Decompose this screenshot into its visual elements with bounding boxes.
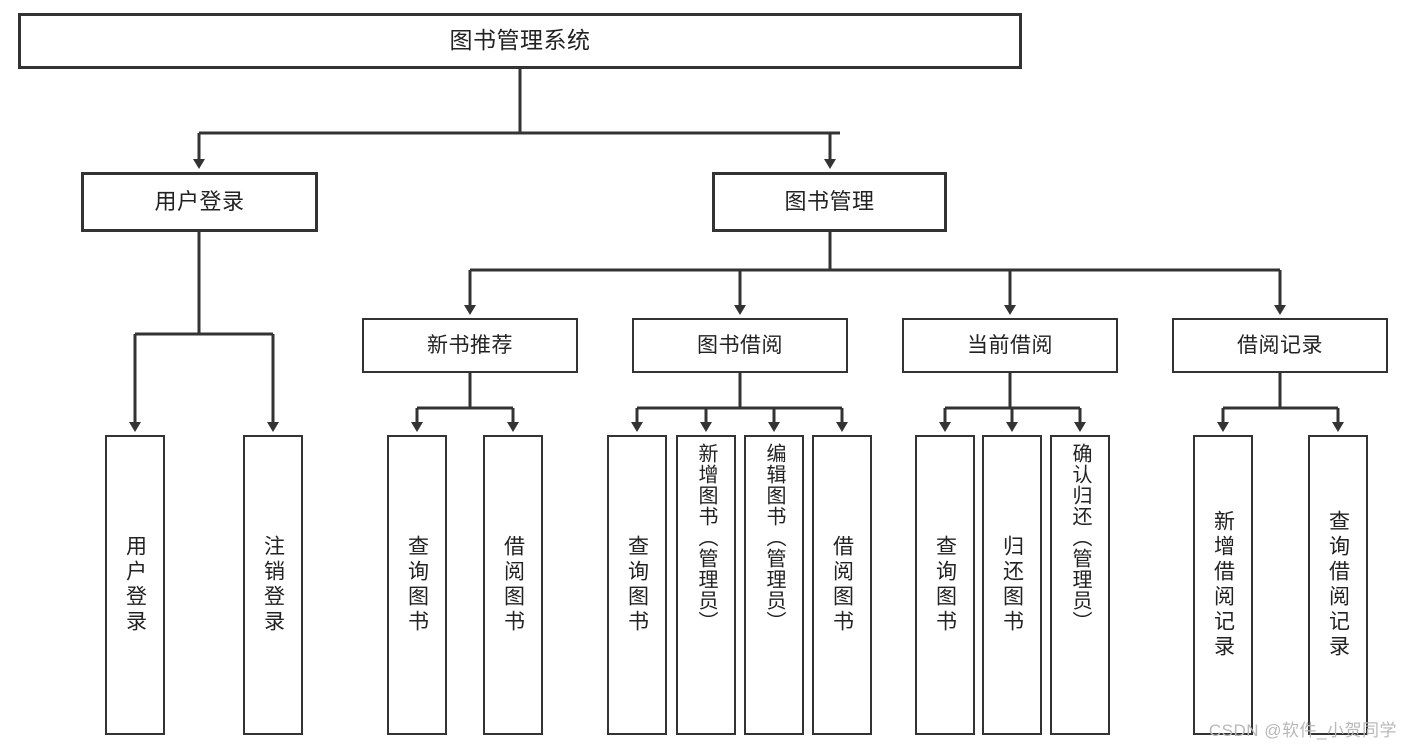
leaf-query-borrow-record-label: 查询借阅记录 xyxy=(1326,510,1350,660)
node-user-login-label: 用户登录 xyxy=(154,188,245,214)
node-new-book-recommend[interactable]: 新书推荐 xyxy=(362,318,578,373)
node-user-login[interactable]: 用户登录 xyxy=(81,172,318,232)
node-root-label: 图书管理系统 xyxy=(449,27,591,54)
node-borrow-record-label: 借阅记录 xyxy=(1237,333,1323,357)
leaf-query-book-current[interactable]: 查询图书 xyxy=(915,435,975,735)
leaf-query-book-borrow[interactable]: 查询图书 xyxy=(607,435,667,735)
node-borrow-record[interactable]: 借阅记录 xyxy=(1172,318,1388,373)
leaf-query-book-borrow-label: 查询图书 xyxy=(625,535,649,635)
node-book-borrow-label: 图书借阅 xyxy=(697,333,783,357)
node-book-management-label: 图书管理 xyxy=(784,188,875,214)
leaf-query-book-recommend[interactable]: 查询图书 xyxy=(387,435,447,735)
leaf-return-book-label: 归还图书 xyxy=(1000,535,1024,635)
leaf-query-book-recommend-label: 查询图书 xyxy=(405,535,429,635)
node-book-borrow[interactable]: 图书借阅 xyxy=(632,318,848,373)
leaf-confirm-return-admin[interactable]: 确认归还（管理员） xyxy=(1050,435,1110,735)
leaf-query-borrow-record[interactable]: 查询借阅记录 xyxy=(1308,435,1368,735)
leaf-query-book-current-label: 查询图书 xyxy=(933,535,957,635)
node-book-management[interactable]: 图书管理 xyxy=(712,172,947,232)
leaf-borrow-book[interactable]: 借阅图书 xyxy=(812,435,872,735)
leaf-borrow-book-recommend[interactable]: 借阅图书 xyxy=(483,435,543,735)
leaf-user-login[interactable]: 用户登录 xyxy=(105,435,165,735)
leaf-add-book-admin[interactable]: 新增图书（管理员） xyxy=(676,435,736,735)
leaf-logout[interactable]: 注销登录 xyxy=(243,435,303,735)
node-new-book-recommend-label: 新书推荐 xyxy=(427,333,513,357)
leaf-edit-book-admin-label: 编辑图书（管理员） xyxy=(763,443,785,632)
leaf-return-book[interactable]: 归还图书 xyxy=(982,435,1042,735)
leaf-edit-book-admin[interactable]: 编辑图书（管理员） xyxy=(744,435,804,735)
leaf-borrow-book-label: 借阅图书 xyxy=(830,535,854,635)
leaf-logout-label: 注销登录 xyxy=(261,535,285,635)
node-current-borrow[interactable]: 当前借阅 xyxy=(902,318,1118,373)
node-current-borrow-label: 当前借阅 xyxy=(967,333,1053,357)
watermark: CSDN @软件_小贺同学 xyxy=(1208,721,1397,740)
leaf-add-book-admin-label: 新增图书（管理员） xyxy=(695,443,717,632)
leaf-confirm-return-admin-label: 确认归还（管理员） xyxy=(1069,443,1091,632)
leaf-add-borrow-record-label: 新增借阅记录 xyxy=(1211,510,1235,660)
leaf-borrow-book-recommend-label: 借阅图书 xyxy=(501,535,525,635)
leaf-add-borrow-record[interactable]: 新增借阅记录 xyxy=(1193,435,1253,735)
node-root-system[interactable]: 图书管理系统 xyxy=(18,13,1022,69)
leaf-user-login-label: 用户登录 xyxy=(123,535,147,635)
